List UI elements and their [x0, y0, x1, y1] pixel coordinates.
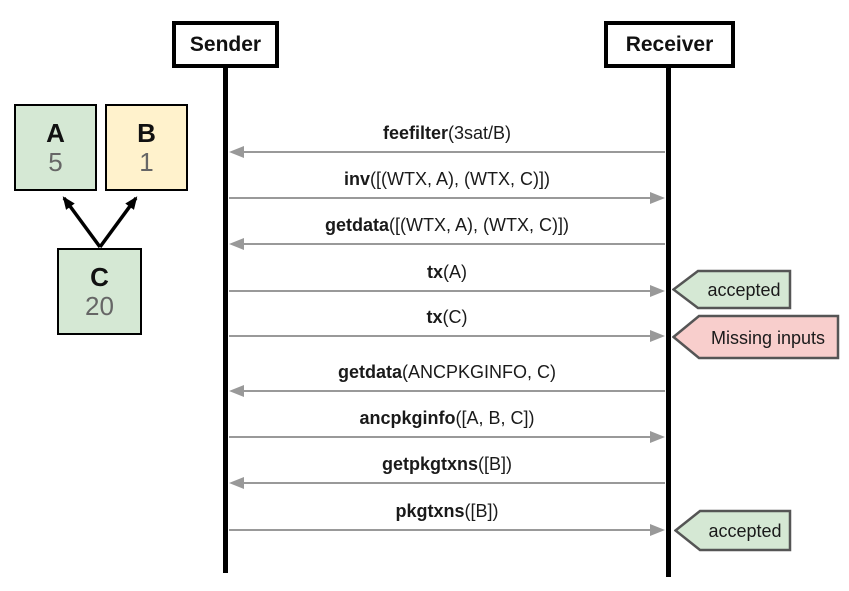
tx-node-b: B 1 [105, 104, 188, 191]
message-getdata-wtx: getdata([(WTX, A), (WTX, C)]) [229, 213, 665, 250]
message-pkgtxns: pkgtxns([B]) [229, 499, 665, 536]
message-label: pkgtxns([B]) [395, 501, 499, 521]
tag-shape [674, 509, 792, 552]
message-getpkgtxns: getpkgtxns([B]) [229, 452, 665, 489]
message-label: tx(C) [426, 307, 468, 327]
arrowhead-left-icon [229, 477, 244, 489]
message-getdata-ancpkginfo: getdata(ANCPKGINFO, C) [229, 360, 665, 397]
arrowhead-right-icon [650, 431, 665, 443]
tag-accepted-pkgtxns: accepted [674, 509, 792, 552]
arrowhead-left-icon [229, 238, 244, 250]
message-arrow [229, 477, 665, 489]
tx-node-a-value: 5 [48, 146, 63, 177]
receiver-lifeline [666, 67, 671, 577]
message-arrow [229, 285, 665, 297]
arrowhead-right-icon [650, 524, 665, 536]
message-inv: inv([(WTX, A), (WTX, C)]) [229, 167, 665, 204]
message-label: inv([(WTX, A), (WTX, C)]) [344, 169, 550, 189]
tag-label: accepted [708, 521, 781, 541]
tx-node-b-value: 1 [139, 146, 154, 177]
actor-receiver-label: Receiver [625, 32, 714, 56]
edge-c-to-a [62, 196, 102, 249]
arrowhead-left-icon [229, 146, 244, 158]
message-arrow [229, 330, 665, 342]
tx-node-c: C 20 [57, 248, 142, 335]
tag-label: Missing inputs [711, 328, 825, 348]
tx-node-b-label: B [137, 117, 156, 148]
actor-sender-label: Sender [189, 32, 262, 56]
message-tx-a: tx(A) [229, 260, 665, 297]
arrowhead-left-icon [229, 385, 244, 397]
message-arrow [229, 238, 665, 250]
message-tx-c: tx(C) [229, 305, 665, 342]
arrowhead-right-icon [650, 330, 665, 342]
edge-c-to-b [98, 196, 138, 249]
message-arrow [229, 385, 665, 397]
tag-shape [672, 314, 840, 360]
sender-lifeline [223, 66, 228, 573]
message-label: getdata(ANCPKGINFO, C) [337, 362, 557, 382]
dag-edges [62, 196, 138, 249]
arrowhead-right-icon [650, 285, 665, 297]
message-label: tx(A) [426, 262, 467, 282]
tag-label: accepted [707, 280, 780, 300]
tx-node-a-label: A [46, 117, 65, 148]
message-arrow [229, 192, 665, 204]
tag-missing-inputs-tx-c: Missing inputs [672, 314, 840, 360]
message-label: getpkgtxns([B]) [381, 454, 512, 474]
message-feefilter: feefilter(3sat/B) [229, 121, 665, 158]
arrowhead-right-icon [650, 192, 665, 204]
tx-node-a: A 5 [14, 104, 97, 191]
message-label: feefilter(3sat/B) [382, 123, 512, 143]
message-arrow [229, 524, 665, 536]
message-ancpkginfo: ancpkginfo([A, B, C]) [229, 406, 665, 443]
message-arrow [229, 431, 665, 443]
message-label: ancpkginfo([A, B, C]) [359, 408, 535, 428]
tag-accepted-tx-a: accepted [672, 269, 792, 310]
tag-shape [672, 269, 792, 310]
actor-sender: Sender [172, 21, 279, 68]
actor-receiver: Receiver [604, 21, 735, 68]
tx-node-c-value: 20 [85, 290, 114, 321]
message-label: getdata([(WTX, A), (WTX, C)]) [325, 215, 569, 235]
message-arrow [229, 146, 665, 158]
tx-node-c-label: C [90, 261, 109, 292]
